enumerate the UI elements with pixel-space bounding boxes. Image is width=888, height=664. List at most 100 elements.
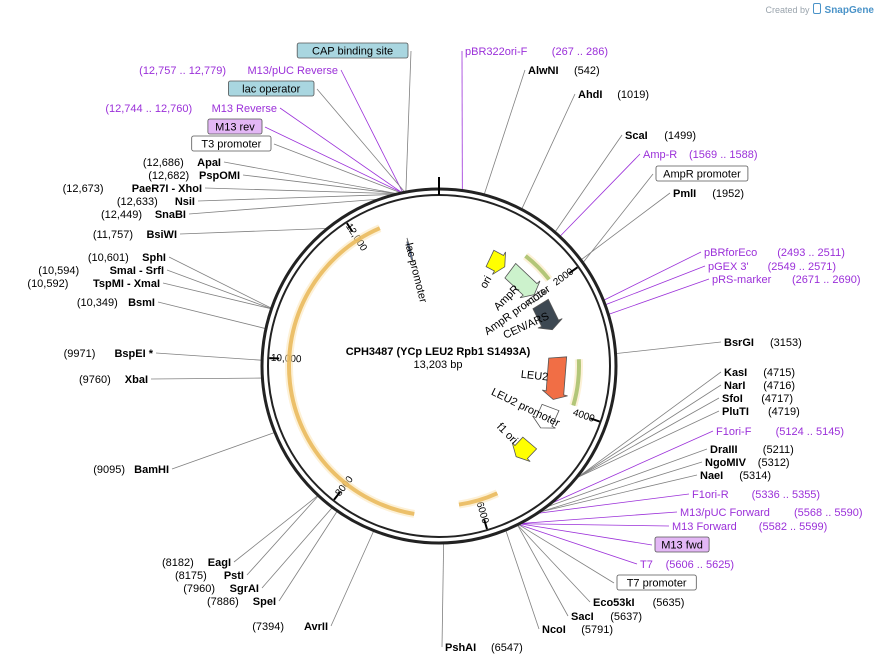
site-smai-srfi: SmaI - SrfI (10,594) [38, 265, 164, 277]
site-name: BspEI * [114, 348, 153, 360]
site-m13-puc-forward: M13/pUC Forward(5568 .. 5590) [680, 507, 863, 519]
site-name: AvrII [304, 621, 328, 633]
site-name: SpeI [253, 596, 276, 608]
site-xbai: XbaI(9760) [79, 374, 148, 386]
leader-line [278, 511, 338, 602]
site-m13-puc-reverse: M13/pUC Reverse(12,757 .. 12,779) [139, 65, 338, 77]
leader-lines [150, 50, 722, 648]
site-position: (5336 .. 5355) [752, 489, 821, 501]
site-position: (12,449) [101, 209, 142, 221]
site-position: (5314) [739, 470, 771, 482]
site-amp-r: Amp-R(1569 .. 1588) [643, 149, 758, 161]
label-box [227, 80, 315, 97]
leader-line [521, 523, 670, 527]
site-name: SgrAI [230, 583, 259, 595]
site-name: pGEX 3' [708, 261, 749, 273]
site-eco53ki: Eco53kI(5635) [593, 597, 684, 609]
site-apai: ApaI(12,686) [143, 157, 221, 169]
leader-line [539, 493, 690, 514]
site-lac-operator: lac operator [227, 80, 315, 97]
site-name: SacI [571, 611, 594, 623]
site-name: pRS-marker [712, 274, 772, 286]
feature-leu2-promoter [532, 403, 560, 429]
tick-mark [483, 519, 488, 530]
site-name: PstI [224, 570, 244, 582]
site-name: F1ori-R [692, 489, 729, 501]
site-position: (6547) [491, 642, 523, 654]
label-box [191, 135, 272, 152]
site-position: (10,594) [38, 265, 79, 277]
site-m13-forward: M13 Forward (5582 .. 5599) [672, 521, 827, 533]
leader-line [555, 134, 623, 232]
leader-line [581, 192, 671, 260]
site-pgex-3: pGEX 3' (2549 .. 2571) [708, 261, 836, 273]
site-name: SmaI - SrfI [110, 265, 164, 277]
leader-line [609, 278, 710, 315]
site-name: T7 promoter [627, 578, 687, 590]
leader-line [330, 531, 374, 627]
site-name: M13 fwd [661, 540, 703, 552]
tick-mark [346, 222, 354, 233]
site-ahdi: AhdI (1019) [578, 89, 649, 101]
site-position: (7394) [252, 621, 284, 633]
label-box [654, 536, 710, 553]
site-spei: SpeI(7886) [207, 596, 276, 608]
site-name: BsrGI [724, 337, 754, 349]
site-t3-promoter: T3 promoter [191, 135, 272, 152]
snapgene-brand: SnapGene [824, 5, 874, 16]
leader-line [155, 352, 262, 361]
leader-line [520, 523, 653, 546]
site-name: XbaI [125, 374, 148, 386]
leader-line [560, 153, 641, 237]
leader-line [162, 282, 271, 310]
site-name: NaeI [700, 470, 723, 482]
site-cap-binding-site: CAP binding site [296, 42, 409, 59]
leader-line [316, 88, 405, 192]
site-bsiwi: BsiWI(11,757) [93, 229, 177, 241]
site-name: NarI [724, 380, 745, 392]
site-position: (2549 .. 2571) [768, 261, 837, 273]
leader-line [168, 256, 271, 309]
leader-line [223, 161, 396, 194]
tick-label: 4000 [571, 407, 596, 425]
leader-line [261, 507, 333, 589]
site-draiii: DraIII(5211) [710, 444, 794, 456]
site-ncoi: NcoI(5791) [542, 624, 613, 636]
leader-line [521, 93, 576, 209]
site-position: (1019) [617, 89, 649, 101]
plasmid-name: CPH3487 (YCp LEU2 Rpb1 S1493A) [346, 346, 531, 358]
site-position: (12,744 .. 12,760) [105, 103, 192, 115]
leader-line [242, 174, 396, 194]
site-position: (8182) [162, 557, 194, 569]
site-name: M13 Forward [672, 521, 737, 533]
leader-line [340, 69, 403, 192]
site-name: T3 promoter [201, 139, 261, 151]
site-position: (267 .. 286) [552, 46, 608, 58]
feature-label-ori: ori [478, 274, 494, 291]
site-name: M13/pUC Reverse [248, 65, 338, 77]
site-bsrgi: BsrGI(3153) [724, 337, 802, 349]
label-box [655, 165, 749, 182]
site-nsii: NsiI(12,633) [117, 196, 195, 208]
leader-line [553, 430, 714, 503]
snapgene-logo-icon [813, 3, 822, 14]
site-position: (4717) [761, 393, 793, 405]
site-position: (8175) [175, 570, 207, 582]
feature-ori [485, 249, 506, 275]
leader-line [577, 371, 722, 478]
site-name: ApaI [197, 157, 221, 169]
site-t7: T7(5606 .. 5625) [640, 559, 734, 571]
feature-cen-ars [532, 298, 563, 331]
site-name: AlwNI [528, 65, 559, 77]
site-position: (5582 .. 5599) [759, 521, 828, 533]
site-name: AhdI [578, 89, 602, 101]
leader-line [179, 228, 326, 235]
site-sphi: SphI(10,601) [88, 252, 166, 264]
site-position: (5791) [581, 624, 613, 636]
site-position: (1499) [664, 130, 696, 142]
site-name: EagI [208, 557, 231, 569]
leader-line [517, 525, 569, 617]
leader-line [505, 530, 540, 630]
leader-line [405, 50, 412, 192]
